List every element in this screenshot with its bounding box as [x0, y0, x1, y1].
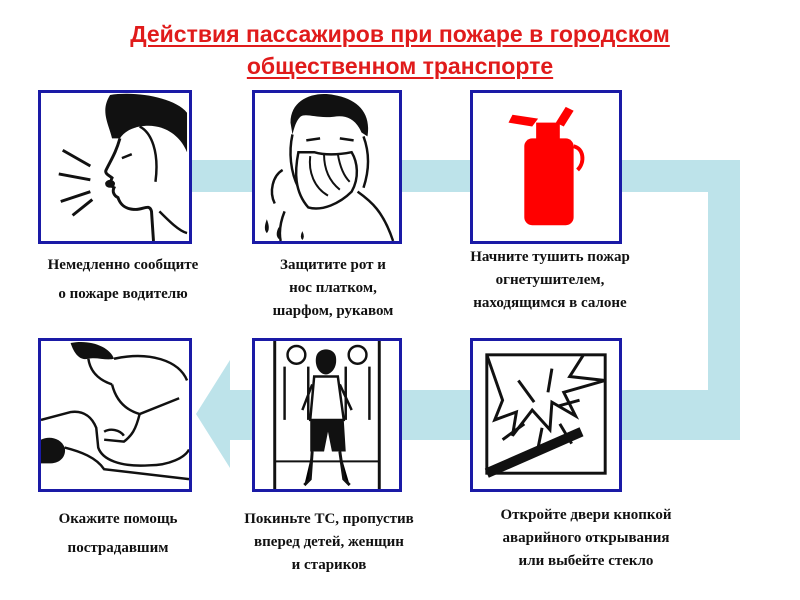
person-covering-face-icon — [264, 94, 395, 241]
caption-line: Защитите рот и — [280, 257, 386, 273]
caption-notify-driver: Немедленно сообщите о пожаре водителю — [28, 254, 218, 306]
panel-open-doors — [470, 338, 622, 492]
caption-line: Немедленно сообщите — [47, 257, 199, 273]
shouting-person-icon — [58, 93, 188, 241]
caption-line: Окажите помощь — [58, 511, 178, 527]
breaking-glass-icon — [484, 353, 607, 478]
caption-line: Покиньте ТС, пропустив — [244, 511, 414, 527]
caption-line: Откройте двери кнопкой — [500, 507, 672, 523]
caption-line: пострадавшим — [67, 540, 169, 556]
panel-help-injured — [38, 338, 192, 492]
caption-line: Начните тушить пожар — [470, 249, 630, 265]
caption-line: аварийного открывания — [502, 530, 670, 546]
title-line-1: Действия пассажиров при пожаре в городск… — [130, 21, 670, 47]
fire-extinguisher-icon — [508, 106, 585, 226]
caption-leave-vehicle: Покиньте ТС, пропустив вперед детей, жен… — [214, 508, 444, 577]
caption-line: о пожаре водителю — [58, 286, 188, 302]
caption-protect-mouth: Защитите рот и нос платком, шарфом, рука… — [238, 254, 428, 323]
caption-line: и стариков — [291, 557, 367, 573]
caption-open-doors: Откройте двери кнопкой аварийного открыв… — [466, 504, 706, 573]
caption-line: нос платком, — [289, 280, 377, 296]
panel-leave-vehicle — [252, 338, 402, 492]
caption-line: или выбейте стекло — [518, 553, 654, 569]
exiting-people-icon — [273, 341, 381, 489]
caption-help-injured: Окажите помощь пострадавшим — [28, 508, 208, 560]
caption-extinguish: Начните тушить пожар огнетушителем, нахо… — [440, 246, 660, 315]
panel-extinguish — [470, 90, 622, 244]
panel-notify-driver — [38, 90, 192, 244]
panel-protect-mouth — [252, 90, 402, 244]
page-title: Действия пассажиров при пожаре в городск… — [0, 18, 800, 82]
first-aid-person-icon — [41, 341, 189, 481]
caption-line: вперед детей, женщин — [254, 534, 404, 550]
caption-line: находящимся в салоне — [473, 295, 627, 311]
title-line-2: общественном транспорте — [246, 53, 554, 79]
caption-line: огнетушителем, — [495, 272, 605, 288]
caption-line: шарфом, рукавом — [272, 303, 394, 319]
